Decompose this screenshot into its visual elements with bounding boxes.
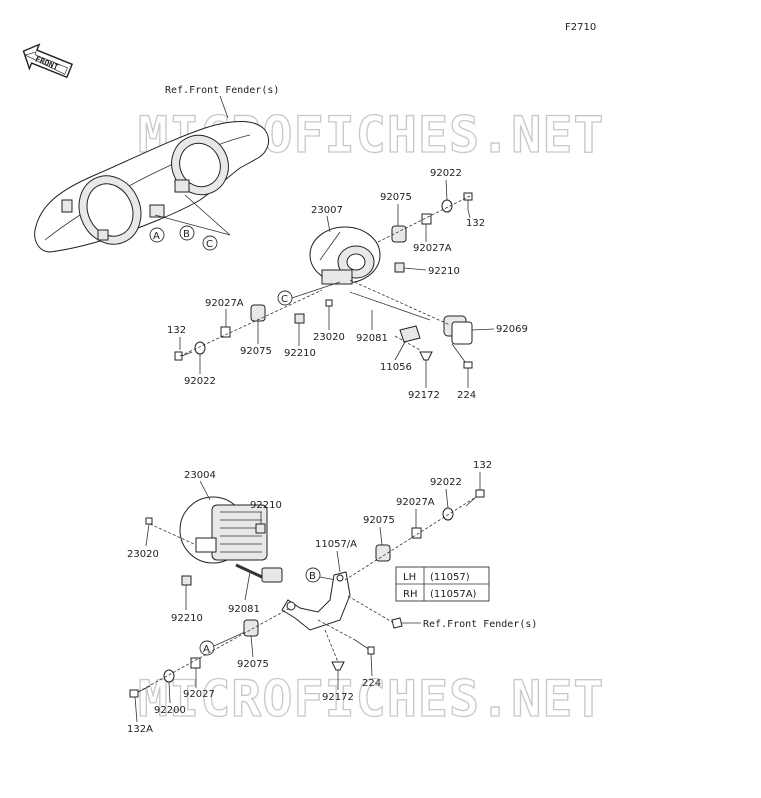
watermark-bottom: MICROFICHES.NET <box>138 670 605 728</box>
bulb-socket-92069 <box>443 315 473 345</box>
part-label: 92210 <box>428 266 460 277</box>
ref-front-fender-top: Ref.Front Fender(s) <box>165 85 279 96</box>
bolt-132 <box>463 192 473 210</box>
part-label: 132A <box>127 724 153 735</box>
bracket-11056 <box>399 325 421 343</box>
callout-a-top: A <box>149 227 165 243</box>
front-fender-cowl <box>34 121 269 253</box>
screw-92172 <box>331 661 345 671</box>
washer-92022 <box>442 507 454 521</box>
nut-92210 <box>294 313 305 324</box>
part-label: 132 <box>473 460 492 471</box>
nut-92210 <box>255 523 266 534</box>
clip-23020 <box>325 299 333 307</box>
collar-92027A <box>411 527 422 539</box>
nut-92210 <box>394 262 405 273</box>
lh-rh-table: LH (11057) RH (11057A) <box>395 566 490 602</box>
part-label: 23020 <box>313 332 345 343</box>
part-label: 92027A <box>205 298 244 309</box>
part-label: 23004 <box>184 470 216 481</box>
callout-b-bottom: B <box>305 567 321 583</box>
grommet-92075 <box>250 304 266 322</box>
bolt-224 <box>451 343 473 369</box>
part-label: 11057/A <box>315 539 357 550</box>
part-label: 92022 <box>430 168 462 179</box>
collar-92027 <box>190 657 201 669</box>
part-label: 23007 <box>311 205 343 216</box>
part-label: 92081 <box>356 333 388 344</box>
wire-92081 <box>235 563 283 583</box>
part-label: 92210 <box>250 500 282 511</box>
washer-92200 <box>163 669 175 683</box>
part-label: 92022 <box>430 477 462 488</box>
headlight-23004 <box>179 496 268 564</box>
part-label: 92075 <box>240 346 272 357</box>
wire-92081 <box>349 291 431 321</box>
clip-23020 <box>145 517 153 525</box>
part-label: 92027 <box>183 689 215 700</box>
part-label: 224 <box>362 678 381 689</box>
callout-a-bottom: A <box>199 640 215 656</box>
table-cell: LH <box>403 572 416 583</box>
part-label: 11056 <box>380 362 412 373</box>
part-label: 224 <box>457 390 476 401</box>
part-label: 92022 <box>184 376 216 387</box>
table-cell: (11057) <box>430 572 470 583</box>
collar-92027A <box>220 326 231 338</box>
part-label: 92210 <box>171 613 203 624</box>
svg-text:C: C <box>206 239 213 250</box>
callout-c-top: C <box>202 235 218 251</box>
collar-92027A <box>421 213 432 225</box>
bracket-11057A <box>281 571 351 631</box>
part-label: 92172 <box>322 692 354 703</box>
svg-text:A: A <box>203 644 210 655</box>
table-cell: RH <box>403 589 417 600</box>
callout-c-mid: C <box>277 290 293 306</box>
part-label: 92081 <box>228 604 260 615</box>
bolt-132 <box>465 489 485 507</box>
headlight-23007 <box>309 226 381 285</box>
bolt-132 <box>174 351 193 361</box>
part-label: 23020 <box>127 549 159 560</box>
washer-92022 <box>194 341 206 355</box>
nut-92210 <box>181 575 192 586</box>
part-label: 92200 <box>154 705 186 716</box>
part-label: 92210 <box>284 348 316 359</box>
figure-code: F2710 <box>565 22 596 33</box>
part-label: 132 <box>466 218 485 229</box>
svg-text:A: A <box>153 231 160 242</box>
part-label: 92027A <box>396 497 435 508</box>
table-cell: (11057A) <box>430 589 477 600</box>
part-label: 92172 <box>408 390 440 401</box>
screw-92172 <box>419 351 433 361</box>
svg-text:C: C <box>281 294 288 305</box>
grommet-92075 <box>243 619 259 637</box>
part-label: 92075 <box>380 192 412 203</box>
part-label: 92027A <box>413 243 452 254</box>
svg-text:B: B <box>183 229 190 240</box>
callout-b-top: B <box>179 225 195 241</box>
front-arrow-icon: FRONT <box>22 43 74 79</box>
part-label: 92075 <box>237 659 269 670</box>
grommet-92075 <box>375 544 391 562</box>
part-label: 132 <box>167 325 186 336</box>
bolt-ref-fender <box>391 617 403 629</box>
ref-front-fender-bottom: Ref.Front Fender(s) <box>423 619 537 630</box>
bolt-224 <box>354 639 375 655</box>
svg-text:B: B <box>309 571 316 582</box>
part-label: 92069 <box>496 324 528 335</box>
part-label: 92075 <box>363 515 395 526</box>
